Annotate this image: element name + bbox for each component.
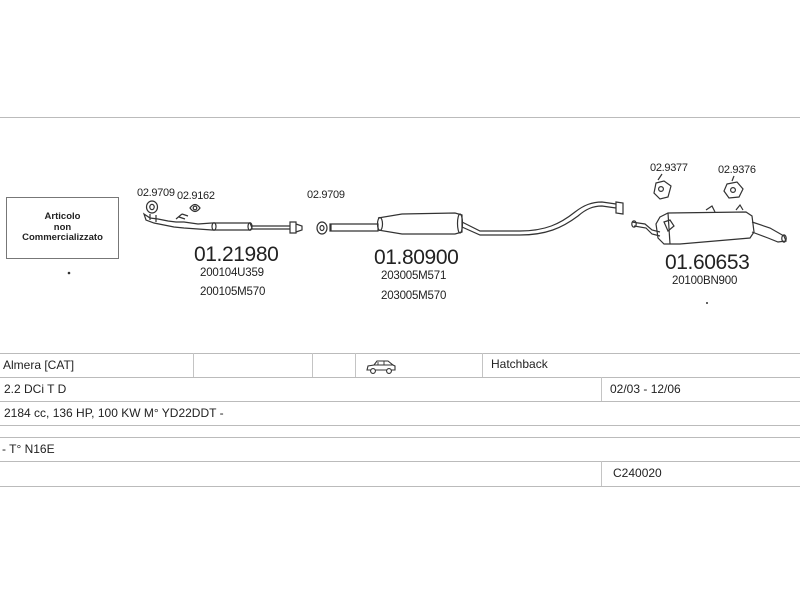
gasket-1-shape bbox=[145, 200, 159, 214]
table-line bbox=[0, 437, 800, 438]
middle-silencer-ref-2: 203005M570 bbox=[381, 290, 447, 302]
rubber-mount-2-code[interactable]: 02.9376 bbox=[718, 164, 756, 176]
table-divider bbox=[482, 353, 483, 377]
rubber-mount-1-shape bbox=[653, 173, 672, 200]
table-line bbox=[0, 486, 800, 487]
rear-silencer-code[interactable]: 01.60653 bbox=[665, 251, 750, 274]
rear-silencer-ref-1: 20100BN900 bbox=[672, 275, 738, 287]
table-divider bbox=[355, 353, 356, 377]
car-icon bbox=[366, 360, 396, 374]
chassis-cell: - T° N16E bbox=[2, 442, 55, 456]
middle-silencer-shape bbox=[329, 201, 624, 236]
front-pipe-code[interactable]: 01.21980 bbox=[194, 243, 279, 266]
rubber-mount-1-code[interactable]: 02.9377 bbox=[650, 162, 688, 174]
gasket-1-code[interactable]: 02.9709 bbox=[137, 187, 175, 199]
top-border bbox=[0, 117, 800, 118]
clamp-1-shape bbox=[189, 203, 201, 213]
table-divider bbox=[312, 353, 313, 377]
table-divider bbox=[601, 377, 602, 401]
not-for-sale-line-3: Commercializzato bbox=[22, 232, 103, 244]
not-for-sale-line-1: Articolo bbox=[44, 210, 81, 222]
catalog-code-cell: C240020 bbox=[613, 466, 662, 480]
middle-silencer-ref-1: 203005M571 bbox=[381, 270, 447, 282]
table-line bbox=[0, 401, 800, 402]
body-type-cell: Hatchback bbox=[491, 357, 548, 371]
rear-silencer-shape bbox=[631, 203, 787, 245]
middle-silencer-code[interactable]: 01.80900 bbox=[374, 246, 459, 269]
front-pipe-shape bbox=[142, 212, 303, 234]
table-line bbox=[0, 377, 800, 378]
front-pipe-ref-1: 200104U359 bbox=[200, 267, 264, 279]
specs-cell: 2184 cc, 136 HP, 100 KW M° YD22DDT - bbox=[4, 406, 224, 420]
exhaust-diagram bbox=[67, 173, 787, 304]
gasket-2-shape bbox=[316, 221, 328, 235]
table-divider bbox=[601, 461, 602, 486]
table-line bbox=[0, 353, 800, 354]
front-pipe-ref-2: 200105M570 bbox=[200, 286, 266, 298]
not-for-sale-box: Articolo non Commercializzato bbox=[6, 197, 119, 259]
engine-cell: 2.2 DCi T D bbox=[4, 382, 67, 396]
gasket-2-code[interactable]: 02.9709 bbox=[307, 189, 345, 201]
years-cell: 02/03 - 12/06 bbox=[610, 382, 681, 396]
table-divider bbox=[193, 353, 194, 377]
table-line bbox=[0, 425, 800, 426]
model-cell: Almera [CAT] bbox=[3, 358, 75, 372]
not-for-sale-line-2: non bbox=[53, 221, 72, 233]
clamp-1-code[interactable]: 02.9162 bbox=[177, 190, 215, 202]
table-line bbox=[0, 461, 800, 462]
rubber-mount-2-shape bbox=[723, 175, 744, 199]
